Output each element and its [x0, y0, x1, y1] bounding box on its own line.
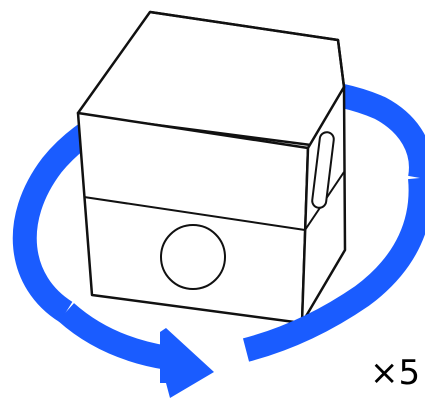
- box-icon: [76, 10, 347, 325]
- box-front-face: [76, 111, 310, 325]
- arrowhead-icon: [160, 328, 214, 398]
- rotate-arrow-front-icon: [242, 177, 425, 362]
- rotate-arrow-tail-icon: [57, 302, 170, 370]
- handle-slot-icon: [311, 131, 335, 209]
- repeat-count-label: ×5: [370, 353, 421, 393]
- box-top-edge: [149, 10, 346, 88]
- box-front-seam: [83, 196, 306, 231]
- spout-circle-icon: [160, 224, 226, 290]
